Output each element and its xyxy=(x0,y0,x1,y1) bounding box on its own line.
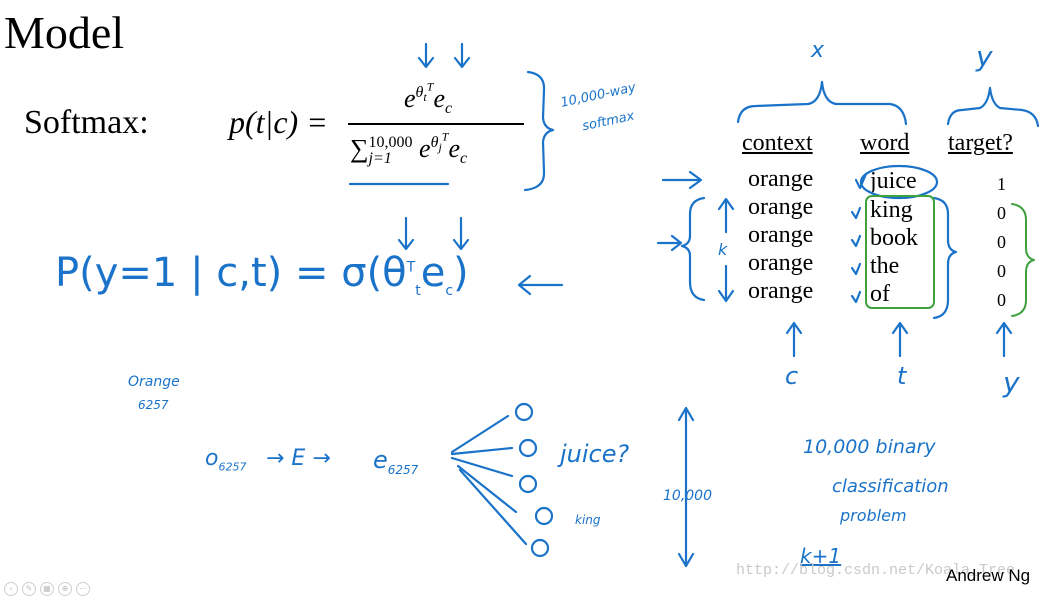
top-brace-icon xyxy=(946,86,1040,128)
ink-sigmoid-equation: P(y=1 | c,t) = σ(θTtec) xyxy=(55,250,469,299)
table-row-word: the xyxy=(870,253,900,279)
ink-pipeline-e: e6257 xyxy=(373,446,418,477)
ink-juice-question: juice? xyxy=(560,440,630,468)
checkmark-icon xyxy=(850,234,862,248)
checkmark-icon xyxy=(850,206,862,220)
checkmark-icon xyxy=(850,262,862,276)
table-row-target: 0 xyxy=(997,261,1006,281)
numer-exp-sup: T xyxy=(426,80,434,94)
right-brace-icon xyxy=(523,70,555,192)
ink-ten-thousand: 10,000 xyxy=(663,488,712,504)
up-arrow-icon xyxy=(785,321,803,358)
ink-t-label: t xyxy=(897,362,907,390)
table-row-word: book xyxy=(870,225,918,251)
denom-exp-sub: j xyxy=(438,140,442,155)
numer-tail: e xyxy=(433,83,445,113)
header-target: target? xyxy=(948,130,1013,156)
down-arrow-icon xyxy=(453,42,471,69)
ink-k-plus-1: k+1 xyxy=(800,544,842,568)
numer-base: e xyxy=(404,83,416,113)
header-context: context xyxy=(742,130,813,156)
down-arrow-icon xyxy=(397,216,415,251)
table-row-target: 0 xyxy=(997,203,1006,223)
denom-tail: e xyxy=(448,133,461,163)
denom-tail-sub: c xyxy=(460,150,468,168)
output-network xyxy=(450,402,554,558)
sigmoid-eq-sup: T xyxy=(406,259,416,276)
up-arrow-icon xyxy=(995,321,1013,358)
author-name: Andrew Ng xyxy=(946,566,1031,585)
down-arrow-icon xyxy=(452,216,470,251)
up-arrow-icon xyxy=(891,321,909,358)
numer-tail-sub: c xyxy=(444,100,453,118)
pipeline-o: o xyxy=(205,446,219,471)
ink-binary-line-1: 10,000 binary xyxy=(803,436,936,458)
ink-c-label: c xyxy=(785,362,799,390)
softmax-label: Softmax: xyxy=(24,104,149,141)
pipeline-e-sub: 6257 xyxy=(387,462,419,477)
sum-symbol: ∑ xyxy=(350,133,369,163)
table-row-context: orange xyxy=(748,194,814,220)
table-row-context: orange xyxy=(748,250,814,276)
sigmoid-eq-sub: t xyxy=(415,283,421,299)
top-brace-icon xyxy=(736,80,908,126)
green-brace-icon xyxy=(1011,203,1035,317)
right-arrow-icon xyxy=(656,234,683,252)
table-row-target: 0 xyxy=(997,232,1006,252)
ink-king: king xyxy=(575,513,601,527)
ink-pipeline-o: o6257 xyxy=(205,446,246,473)
sigmoid-eq-tail-sub: c xyxy=(445,283,454,299)
ink-pipeline-embedding: → E → xyxy=(266,446,331,471)
numer-exp: θ xyxy=(415,84,424,102)
table-row-context: orange xyxy=(748,166,814,192)
checkmark-icon xyxy=(850,290,862,304)
vertical-double-arrow-icon xyxy=(677,406,695,568)
right-arrow-icon xyxy=(661,170,703,190)
ink-k-label: k xyxy=(718,240,728,259)
negatives-box xyxy=(865,195,935,309)
sigmoid-eq-close: ) xyxy=(453,250,469,296)
softmax-lhs: p(t|c) = xyxy=(229,104,328,140)
juice-circle xyxy=(859,164,939,200)
left-brace-icon xyxy=(680,196,706,302)
table-row-word: juice xyxy=(870,168,917,194)
sum-lower: j=1 xyxy=(368,150,392,168)
right-brace-icon xyxy=(932,196,958,320)
watermark-url: http://blog.csdn.net/Koala_Tree xyxy=(736,562,1016,579)
table-row-context: orange xyxy=(748,222,814,248)
table-row-target: 0 xyxy=(997,290,1006,310)
table-row-context: orange xyxy=(748,278,814,304)
numer-exp-sub: t xyxy=(423,90,427,105)
fraction-bar xyxy=(348,123,524,125)
slide-title: Model xyxy=(4,7,125,58)
table-row-target: 1 xyxy=(997,174,1006,194)
ink-orange-index: 6257 xyxy=(138,398,169,412)
pipeline-o-sub: 6257 xyxy=(218,460,247,474)
ink-orange-word: Orange xyxy=(128,374,180,390)
softmax-numerator: eθtTec xyxy=(404,80,452,118)
pipeline-e: e xyxy=(373,446,388,474)
ink-binary-line-3: problem xyxy=(840,506,907,525)
ink-x-label: x xyxy=(811,38,825,63)
ink-y-label: y xyxy=(976,40,993,73)
table-row-word: of xyxy=(870,281,890,307)
denom-exp-sup: T xyxy=(441,130,449,144)
left-arrow-icon xyxy=(517,274,564,296)
down-arrow-icon xyxy=(717,264,735,303)
denom-exp: θ xyxy=(430,134,439,152)
checkmark-icon xyxy=(854,172,868,190)
denom-base: e xyxy=(419,133,431,163)
sigmoid-eq-tail: e xyxy=(420,250,446,296)
sum-upper: 10,000 xyxy=(368,134,413,152)
sigmoid-eq-text: P(y=1 | c,t) = σ(θ xyxy=(55,250,407,296)
table-row-word: king xyxy=(870,197,913,223)
up-arrow-icon xyxy=(717,197,735,234)
ink-y-arrow-label: y xyxy=(1003,366,1020,399)
header-word: word xyxy=(860,130,910,156)
down-arrow-icon xyxy=(417,42,435,69)
ink-binary-line-2: classification xyxy=(832,476,949,497)
